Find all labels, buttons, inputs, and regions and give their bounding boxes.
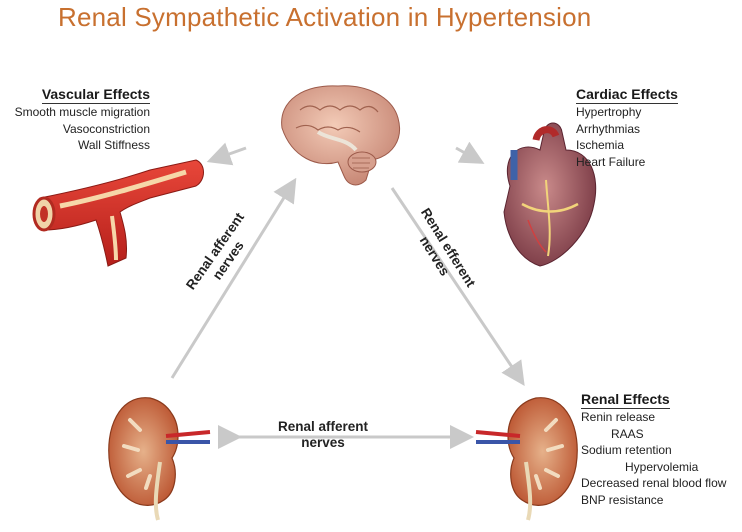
cardiac-effect-item: Heart Failure bbox=[576, 154, 646, 169]
vascular-effect-item: Smooth muscle migration bbox=[14, 105, 150, 119]
nerve-label-line: nerves bbox=[301, 435, 345, 450]
cardiac-effect-item: Ischemia bbox=[576, 138, 625, 152]
renal-effects-panel: Renal Effects Renin release RAAS Sodium … bbox=[581, 391, 726, 508]
vascular-effect-item: Vasoconstriction bbox=[62, 121, 150, 136]
arrow-brain-to-vascular bbox=[206, 142, 247, 166]
arrow-brain-to-cardiac bbox=[455, 141, 485, 164]
cardiac-effects-panel: Cardiac Effects Hypertrophy Arrhythmias … bbox=[576, 86, 678, 170]
nerve-label-line: Renal afferent bbox=[278, 419, 369, 434]
renal-effect-item: Renin release bbox=[581, 410, 656, 424]
renal-effect-item: Sodium retention bbox=[581, 443, 672, 457]
heart-illustration bbox=[503, 122, 597, 267]
cardiac-effects-heading: Cardiac Effects bbox=[576, 86, 678, 104]
vascular-effect-item: Wall Stiffness bbox=[77, 138, 150, 152]
diagram-title: Renal Sympathetic Activation in Hyperten… bbox=[58, 2, 592, 32]
renal-effect-item: Hypervolemia bbox=[625, 459, 699, 474]
kidney-left-illustration bbox=[108, 397, 211, 521]
cardiac-effect-item: Hypertrophy bbox=[576, 105, 642, 119]
renal-effect-item: RAAS bbox=[611, 426, 644, 441]
brain-illustration bbox=[281, 85, 400, 186]
vascular-effects-panel: Vascular Effects Smooth muscle migration… bbox=[4, 86, 150, 154]
renal-effect-item: Decreased renal blood flow bbox=[581, 476, 727, 490]
artery-illustration bbox=[32, 159, 204, 267]
arrow-brain-to-kidney bbox=[390, 187, 525, 386]
kidney-right-illustration bbox=[475, 397, 578, 521]
renal-effect-item: BNP resistance bbox=[581, 492, 664, 507]
renal-effects-heading: Renal Effects bbox=[581, 391, 670, 409]
vascular-effects-heading: Vascular Effects bbox=[41, 86, 150, 104]
renal-afferent-nerves-label-bottom: Renal afferent nerves bbox=[278, 419, 368, 451]
cardiac-effect-item: Arrhythmias bbox=[576, 121, 641, 136]
arrow-kidney-to-brain bbox=[170, 177, 297, 379]
